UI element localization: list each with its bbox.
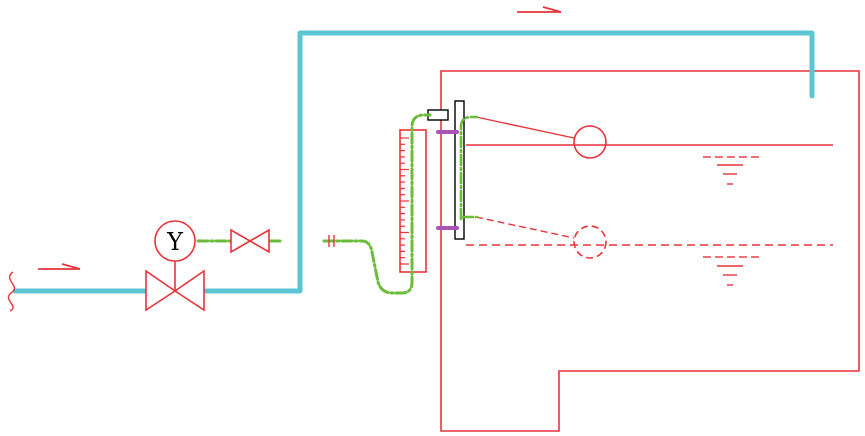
upper-float-arm bbox=[475, 116, 575, 139]
actuator-label: Y bbox=[166, 228, 184, 256]
lower-float-arm bbox=[475, 216, 575, 239]
wavy-break-icon bbox=[7, 271, 16, 312]
flow-arrow-inlet bbox=[38, 263, 81, 270]
gate-valve-icon bbox=[230, 228, 270, 254]
float-switch-frame bbox=[454, 100, 465, 240]
valve-actuator bbox=[154, 220, 196, 262]
signal-line-switch bbox=[459, 115, 479, 221]
lower-float-icon bbox=[573, 225, 607, 259]
pipe-union-icon bbox=[328, 235, 335, 247]
upper-float-icon bbox=[573, 125, 607, 159]
flow-arrow-top bbox=[517, 6, 562, 13]
water-supply-pipe bbox=[12, 30, 815, 294]
low-water-surface-icon bbox=[703, 256, 759, 286]
signal-line-gauge bbox=[322, 113, 432, 295]
tank-outline bbox=[440, 70, 860, 432]
diaphragm-control-valve-icon bbox=[145, 261, 205, 312]
high-water-surface-icon bbox=[703, 156, 759, 185]
